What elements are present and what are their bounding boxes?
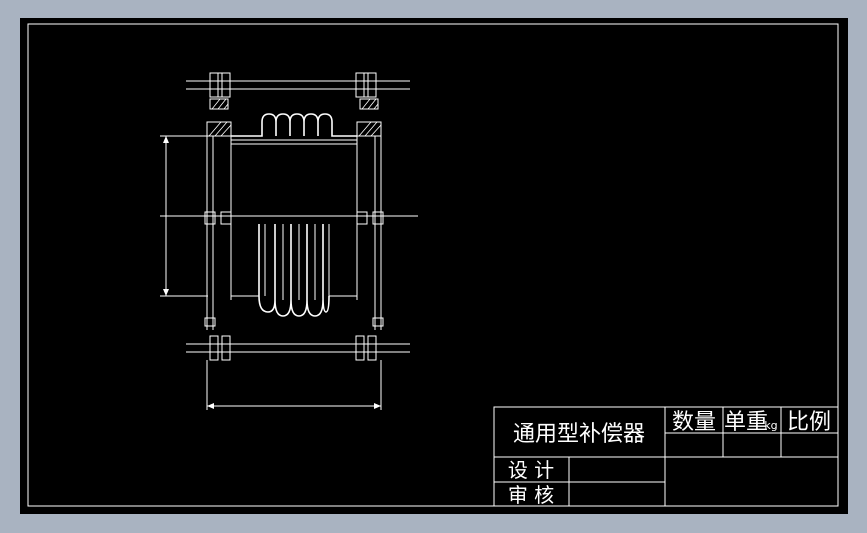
drawing-border bbox=[27, 23, 839, 507]
flange-left bbox=[206, 121, 232, 137]
unit-weight-header: 单重 bbox=[724, 410, 768, 435]
flange-right bbox=[356, 121, 382, 137]
pipe-body bbox=[230, 143, 358, 217]
title-block: 通用型补偿器 数量 单重 kg 比例 设 计 审 核 bbox=[493, 406, 839, 507]
nut-bottom-left bbox=[209, 335, 231, 361]
bellows-top bbox=[231, 113, 357, 137]
compensator-drawing bbox=[160, 72, 418, 410]
lug-top-left bbox=[209, 98, 229, 110]
lug-top-right bbox=[359, 98, 379, 110]
design-label: 设 计 bbox=[508, 458, 554, 482]
product-name: 通用型补偿器 bbox=[513, 422, 645, 447]
nut-bottom-right bbox=[355, 335, 377, 361]
unit-weight-unit: kg bbox=[764, 419, 777, 432]
nut-top-right bbox=[355, 72, 377, 98]
review-label: 审 核 bbox=[508, 483, 554, 507]
nut-top-left bbox=[209, 72, 231, 98]
bellows-bottom bbox=[231, 224, 357, 317]
drawing-canvas: 通用型补偿器 数量 单重 kg 比例 设 计 审 核 bbox=[20, 18, 848, 514]
scale-header: 比例 bbox=[787, 410, 831, 435]
quantity-header: 数量 bbox=[672, 410, 716, 435]
